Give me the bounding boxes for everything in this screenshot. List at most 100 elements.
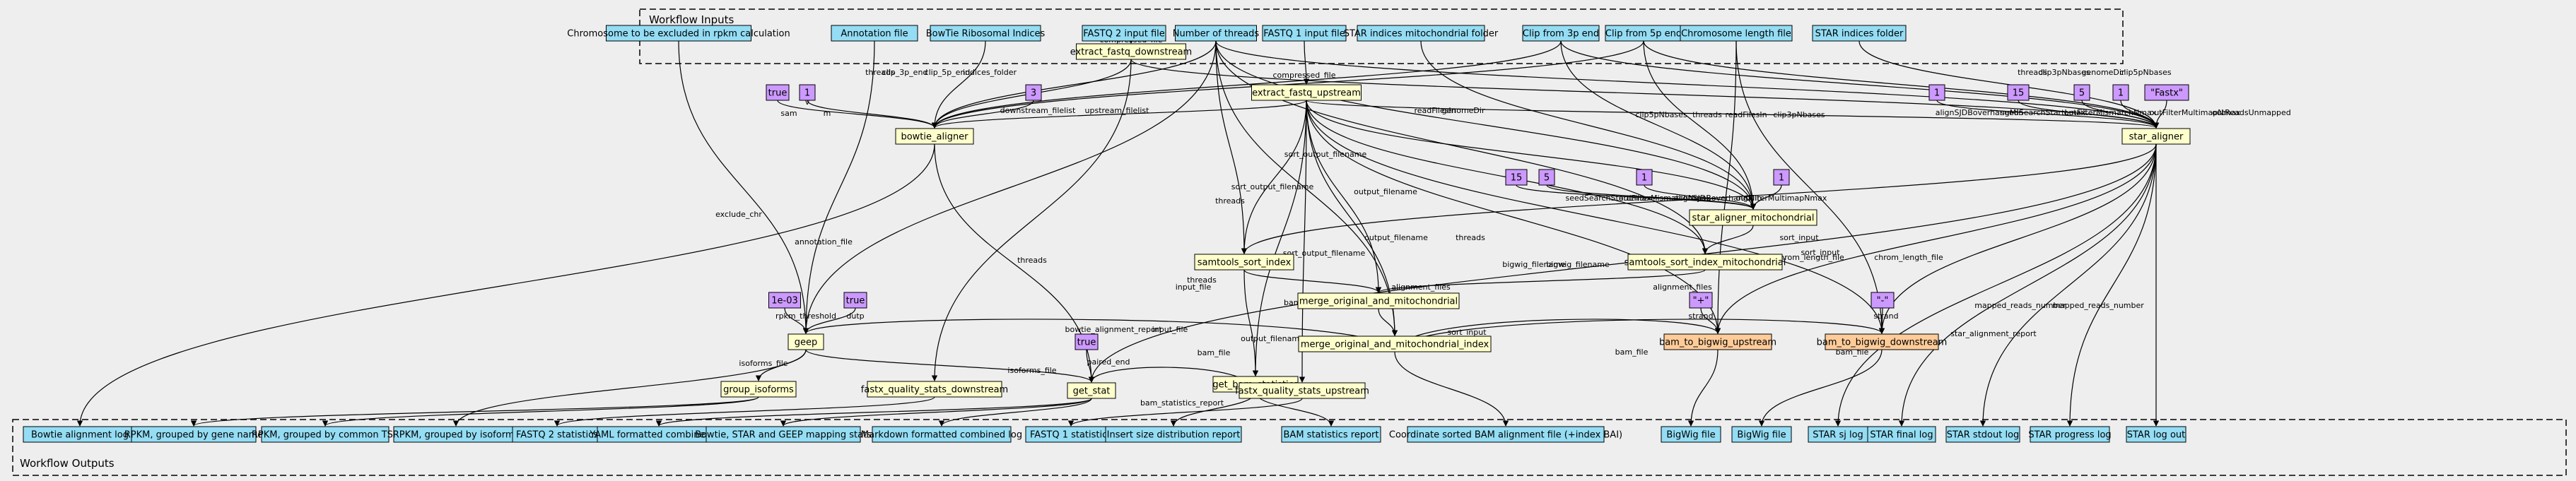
edge-s-extract-up-to-s-fastx-up [1299,100,1307,383]
e-thr-sort-label: threads [1215,196,1245,206]
edge-s-sort-index-mito-to-s-merge [1376,269,1706,293]
e-bam-file2-label: bam_file [1615,348,1649,357]
o-bw2-label: BigWig file [1737,430,1786,441]
edge-s-star-to-s-bw-down [1878,143,2157,334]
e-unmapped-star-label: outReadsUnmapped [2212,108,2291,117]
p-15b-node: 15 [2007,84,2030,101]
p-true-stat-box [1075,333,1099,350]
o-progress-label: STAR progress log [2028,430,2111,441]
in-star-mito-node: STAR indices mitochondrial folder [1344,25,1499,42]
e-chrom-1-label: chrom_length_file [1775,253,1844,262]
p-3-box [1025,84,1042,101]
p-1b-node: 1 [1773,169,1790,186]
e-mapped-2-label: mapped_reads_number [2052,301,2144,310]
p-15a-label: 15 [1511,173,1523,184]
s-merge-index-box [1298,335,1492,352]
o-fq1-stats-node: FASTQ 1 statistics [1025,426,1117,443]
o-fq1-stats-label: FASTQ 1 statistics [1030,430,1112,441]
e-idx-bt-label: indices_folder [963,68,1017,77]
in-annotation-box [831,25,918,42]
in-star-mito-label: STAR indices mitochondrial folder [1344,29,1499,40]
p-true-stat-node: true [1075,333,1099,350]
e-thr-sortm-label: threads [1456,233,1485,242]
o-rpkm-tss-label: RPKM, grouped by common TSS [252,430,399,441]
edge-s-group-iso-to-o-rpkm-gene [191,396,759,427]
p-3-label: 3 [1031,88,1036,99]
edge-s-extract-up-to-s-merge [1306,100,1382,293]
o-stdout-label: STAR stdout log [1947,430,2020,441]
s-fastx-up-node: fastx_quality_stats_upstream [1235,382,1369,399]
o-bam-label: Coordinate sorted BAM alignment file (+i… [1389,430,1622,441]
edge-s-fastx-down-to-o-fq2-stats [554,396,935,427]
s-bowtie-label: bowtie_aligner [901,132,968,143]
s-extract-up-label: extract_fastq_upstream [1252,88,1361,99]
edge-s-bw-down-to-o-bw2 [1758,349,1883,427]
edge-s-get-stat-to-o-yaml [656,398,1092,427]
o-bt-log-node: Bowtie alignment log [23,426,137,443]
edge-in-clip5-to-s-star [1643,40,2160,129]
p-5b-node: 5 [2073,84,2090,101]
o-bam-node: Coordinate sorted BAM alignment file (+i… [1389,426,1622,443]
in-bowtie-idx-node: BowTie Ribosomal Indices [926,25,1046,42]
s-geep-node: geep [788,333,824,350]
edge-in-exclude-chr-to-s-geep [678,40,809,334]
p-1a-node: 1 [1636,169,1653,186]
p-5b-label: 5 [2079,88,2085,99]
edge-p-1a-to-s-star-mito [1644,184,1757,210]
s-sort-index-mito-label: samtools_sort_index_mitochondrial [1624,258,1786,268]
edge-s-star-to-o-sj [1834,143,2157,427]
edge-s-merge-to-s-merge-index [1378,308,1398,336]
p-plus-node: "+" [1689,292,1713,309]
p-true-bt-node: true [766,84,790,101]
p-true-bt-box [766,84,790,101]
e-seed-mito-label: seedSearchStartLmax [1565,194,1651,203]
s-bowtie-node: bowtie_aligner [895,128,974,145]
p-plus-label: "+" [1693,296,1709,307]
p-fastx-label: "Fastx" [2150,88,2183,99]
s-merge-index-node: merge_original_and_mitochondrial_index [1298,335,1492,352]
s-star-mito-label: star_aligner_mitochondrial [1692,213,1815,224]
edge-s-geep-to-s-get-stat [805,349,1095,383]
e-c3-star-label: clip3pNbases [2038,68,2090,77]
edge-p-true-geep-to-s-geep [802,307,856,334]
edge-in-clip5-to-s-star-mito [1643,40,1757,210]
e-threads-bt-label: threads [865,68,895,77]
o-bt-log-label: Bowtie alignment log [31,430,129,441]
inputs-cluster: Workflow Inputs [639,8,2124,64]
in-bowtie-idx-label: BowTie Ribosomal Indices [926,29,1046,40]
p-3-node: 3 [1025,84,1042,101]
s-bowtie-box [895,128,974,145]
e-bigwig-fn-label: bigwig_filename [1502,260,1566,269]
s-merge-box [1297,292,1460,309]
p-1e03-node: 1e-03 [768,292,801,309]
s-sort-index-box [1194,254,1294,271]
edge-in-annotation-to-s-geep [802,40,875,334]
in-annotation-node: Annotation file [831,25,918,42]
e-star-report-label: star_alignment_report [1950,329,2037,338]
o-insert-label: Insert size distribution report [1107,430,1241,441]
o-bsg-node: Bowtie, STAR and GEEP mapping stats [695,426,872,443]
o-bsg-box [706,426,861,443]
s-fastx-down-box [867,381,1002,398]
e-rpkm-label: rpkm_threshold [775,311,836,321]
s-star-box [2121,128,2191,145]
inputs-cluster-title: Workflow Inputs [649,13,734,26]
s-bw-down-label: bam_to_bigwig_downstream [1817,338,1948,348]
edge-s-merge-index-to-o-bam [1394,351,1509,427]
o-bamstat-box [1281,426,1381,443]
e-of-2-label: output_filename [1364,233,1428,242]
in-exclude-chr-box [606,25,751,42]
o-fq2-stats-label: FASTQ 2 statistics [516,430,598,441]
e-sam-bt-label: sam [780,109,797,118]
p-5a-node: 5 [1538,169,1555,186]
p-1a-box [1636,169,1653,186]
s-merge-node: merge_original_and_mitochondrial [1297,292,1460,309]
e-m-bt-label: m [824,109,831,118]
in-fastq1-box [1262,25,1347,42]
o-rpkm-tss-node: RPKM, grouped by common TSS [252,426,399,443]
o-bam-box [1407,426,1605,443]
e-c5-star-label: clip5pNbases [2119,68,2172,77]
edge-s-bw-up-to-o-bw1 [1687,349,1719,427]
edge-s-star-to-s-get-stat [1088,143,2157,383]
o-bw2-node: BigWig file [1731,426,1792,443]
